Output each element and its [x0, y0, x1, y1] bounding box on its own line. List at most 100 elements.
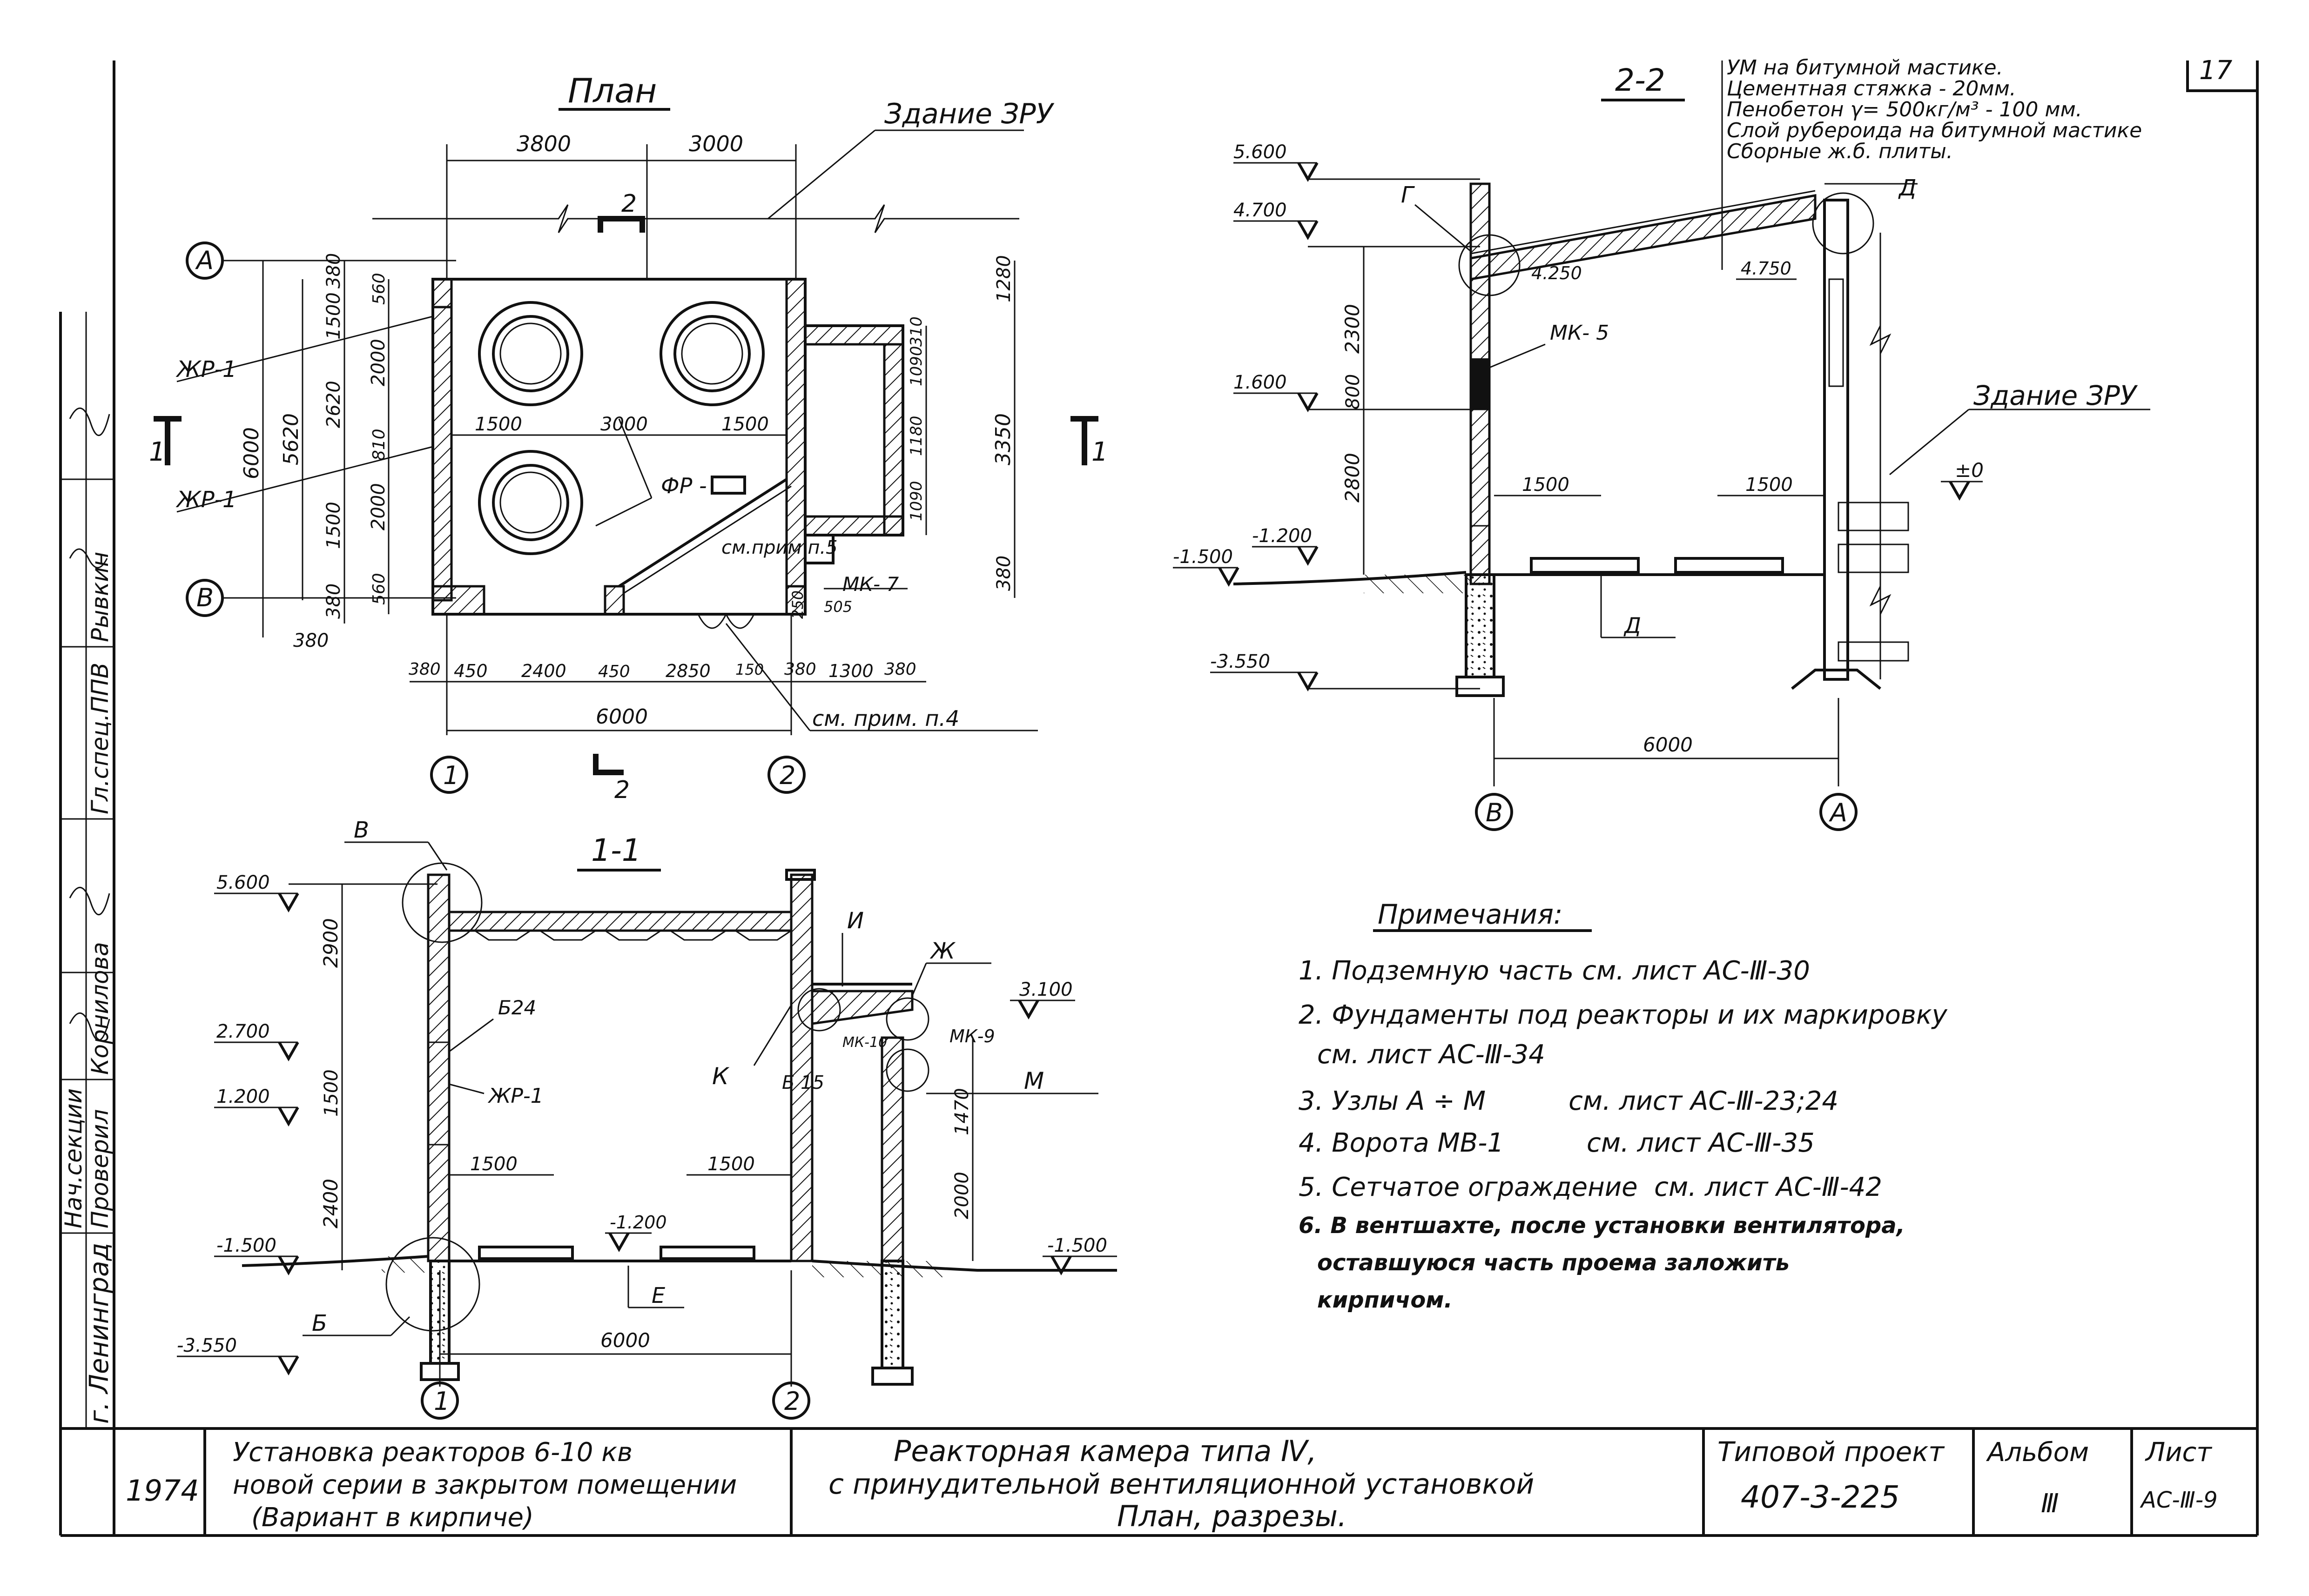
plan-dim-right-1: 1280: [993, 255, 1015, 302]
s22-dim-v-1: 2300: [1341, 304, 1364, 354]
s22-note-4: Слой рубероида на битумной мастике: [1727, 119, 2142, 142]
s11-axis-1: 1: [434, 1387, 450, 1416]
s22-el-4250: 4.250: [1531, 263, 1582, 283]
plan-dim-inner-3: 1500: [721, 414, 769, 435]
s22-el-4: -1.200: [1252, 525, 1312, 547]
plan-label-mk7: МК- 7: [842, 573, 899, 596]
note-item-6c: кирпичом.: [1317, 1287, 1453, 1313]
s11-dim-v-1: 2900: [319, 918, 342, 968]
strip-city: г. Ленинград: [84, 1243, 114, 1424]
s22-label-g: Г: [1401, 182, 1415, 208]
signature-4: [69, 887, 110, 916]
plan-section-mark-right: 1: [1091, 437, 1108, 467]
signature-1: [69, 548, 108, 569]
s11-el-4: -1.500: [216, 1235, 276, 1256]
tb-drawing-3: План, разрезы.: [1117, 1499, 1347, 1533]
strip-entry-5: Рывкин: [87, 552, 114, 642]
plan-dim-li2-1: 560: [370, 273, 389, 305]
s22-dim-v-2: 800: [1342, 374, 1364, 409]
plan-label-note4: см. прим. п.4: [812, 706, 959, 731]
s22-note-2: Цементная стяжка - 20мм.: [1727, 77, 2016, 101]
plan-dim-top-1: 3800: [517, 131, 571, 156]
plan-dim-b-9: 380: [884, 660, 916, 679]
s11-dim-total: 6000: [600, 1329, 650, 1352]
s22-elevations: 5.600 4.700 1.600 -1.200 -1.500 -3.550: [1173, 141, 1480, 692]
note-item-1: 1. Подземную часть см. лист АС-Ⅲ-30: [1299, 956, 1810, 986]
s22-mk5-block: [1471, 358, 1489, 409]
s11-label-b24: Б24: [498, 996, 536, 1019]
section-1-1: 1-1 5.600 2.700 1.200 -1.500 -3.550 2900…: [177, 817, 1117, 1420]
reactor-2: [660, 301, 765, 406]
s22-note-5: Сборные ж.б. плиты.: [1727, 140, 1953, 163]
tb-project-number: 407-3-225: [1741, 1479, 1900, 1515]
s22-label-d-bottom: Д: [1623, 613, 1641, 638]
s22-dim-inner-1: 1500: [1522, 474, 1569, 496]
s22-roof: [1469, 194, 1817, 281]
plan-dim-li2-4: 2000: [368, 483, 389, 530]
plan-dim-li-3: 2620: [323, 381, 344, 428]
s11-axis-2: 2: [784, 1387, 800, 1416]
s22-title: 2-2: [1615, 62, 1665, 98]
note-item-3: 3. Узлы А ÷ М см. лист АС-Ⅲ-23;24: [1299, 1086, 1838, 1116]
plan-dim-b-7: 380: [784, 660, 816, 679]
s22-el-3: 1.600: [1233, 372, 1287, 393]
plan-dim-b-1: 380: [409, 660, 441, 679]
s22-el-6: -3.550: [1210, 651, 1270, 672]
s22-el-zero: ±0: [1955, 459, 1984, 482]
s11-label-k: К: [712, 1063, 730, 1090]
note-item-6b: оставшуюся часть проема заложить: [1317, 1250, 1790, 1276]
note-item-6: 6. В вентшахте, после установки вентилят…: [1299, 1213, 1905, 1239]
s11-dim-rv-2: 2000: [951, 1172, 973, 1219]
plan-dim-small-505: 505: [824, 598, 852, 616]
plan-axis-1: 1: [443, 761, 459, 790]
notes-title: Примечания:: [1378, 899, 1562, 930]
s22-dim-total: 6000: [1643, 733, 1693, 756]
tb-album-label: Альбом: [1986, 1437, 2089, 1468]
plan-axis-a: А: [195, 246, 214, 275]
tb-sheet-number: АС-Ⅲ-9: [2140, 1487, 2218, 1513]
tb-subject-1: Установка реакторов 6-10 кв: [233, 1437, 633, 1468]
plan-dim-left-outer: 6000: [240, 427, 263, 479]
plan-dim-li-5: 380: [323, 583, 344, 619]
tb-subject-2: новой серии в закрытом помещении: [233, 1470, 737, 1500]
strip-entry-4: Гл.спец.ППВ: [87, 663, 114, 814]
sheet-frame: 17: [61, 55, 2259, 1537]
sheet-corner-number: 17: [2199, 55, 2233, 86]
s11-label-mk10: МК-10: [842, 1034, 887, 1051]
tb-project-label: Типовой проект: [1717, 1436, 1945, 1468]
notes-block: Примечания: 1. Подземную часть см. лист …: [1299, 899, 1948, 1313]
note-item-2: 2. Фундаменты под реакторы и их маркиров…: [1299, 1000, 1948, 1030]
note-item-2b: см. лист АС-Ⅲ-34: [1317, 1039, 1545, 1070]
plan-building-label: Здание ЗРУ: [884, 98, 1055, 130]
s22-el-4750: 4.750: [1741, 258, 1791, 279]
title-block: 1974 Установка реакторов 6-10 кв новой с…: [126, 1428, 2218, 1536]
plan-dim-li2-5: 560: [370, 573, 389, 605]
s11-label-zh: Ж: [929, 938, 956, 964]
plan-dim-ri-2: 1090: [907, 346, 926, 386]
plan-label-jr1-top: ЖР-1: [175, 356, 237, 382]
s11-label-b15: Б 15: [782, 1072, 824, 1093]
s11-el-1: 5.600: [216, 872, 270, 893]
s11-el-right-ground: -1.500: [1047, 1235, 1107, 1256]
s22-building-label: Здание ЗРУ: [1973, 380, 2138, 411]
signature-3: [69, 1013, 110, 1041]
plan-dim-b-3: 2400: [521, 661, 566, 681]
s11-el-3: 1.200: [216, 1086, 270, 1107]
plan-dim-li-1: 380: [323, 253, 344, 288]
plan-dim-li2-3: 810: [370, 429, 389, 461]
s11-label-v: В: [354, 817, 369, 843]
strip-entry-3: Корнилова: [87, 942, 114, 1075]
tb-year: 1974: [126, 1474, 199, 1508]
s22-note-1: УМ на битумной мастике.: [1727, 56, 2003, 80]
note-item-5: 5. Сетчатое ограждение см. лист АС-Ⅲ-42: [1299, 1172, 1882, 1202]
s22-note-3: Пенобетон γ= 500кг/м³ - 100 мм.: [1727, 98, 2082, 121]
s11-label-jr1: ЖР-1: [487, 1084, 544, 1108]
plan-dim-li-2: 1500: [323, 292, 344, 340]
s22-label-d-top: Д: [1898, 175, 1917, 201]
plan-axis-v: В: [196, 583, 214, 612]
s22-label-mk5: МК- 5: [1550, 321, 1609, 345]
plan-dim-b-2: 450: [454, 661, 488, 681]
tb-drawing-1: Реакторная камера типа Ⅳ,: [894, 1434, 1317, 1468]
plan-dim-right-2: 3350: [991, 413, 1015, 465]
